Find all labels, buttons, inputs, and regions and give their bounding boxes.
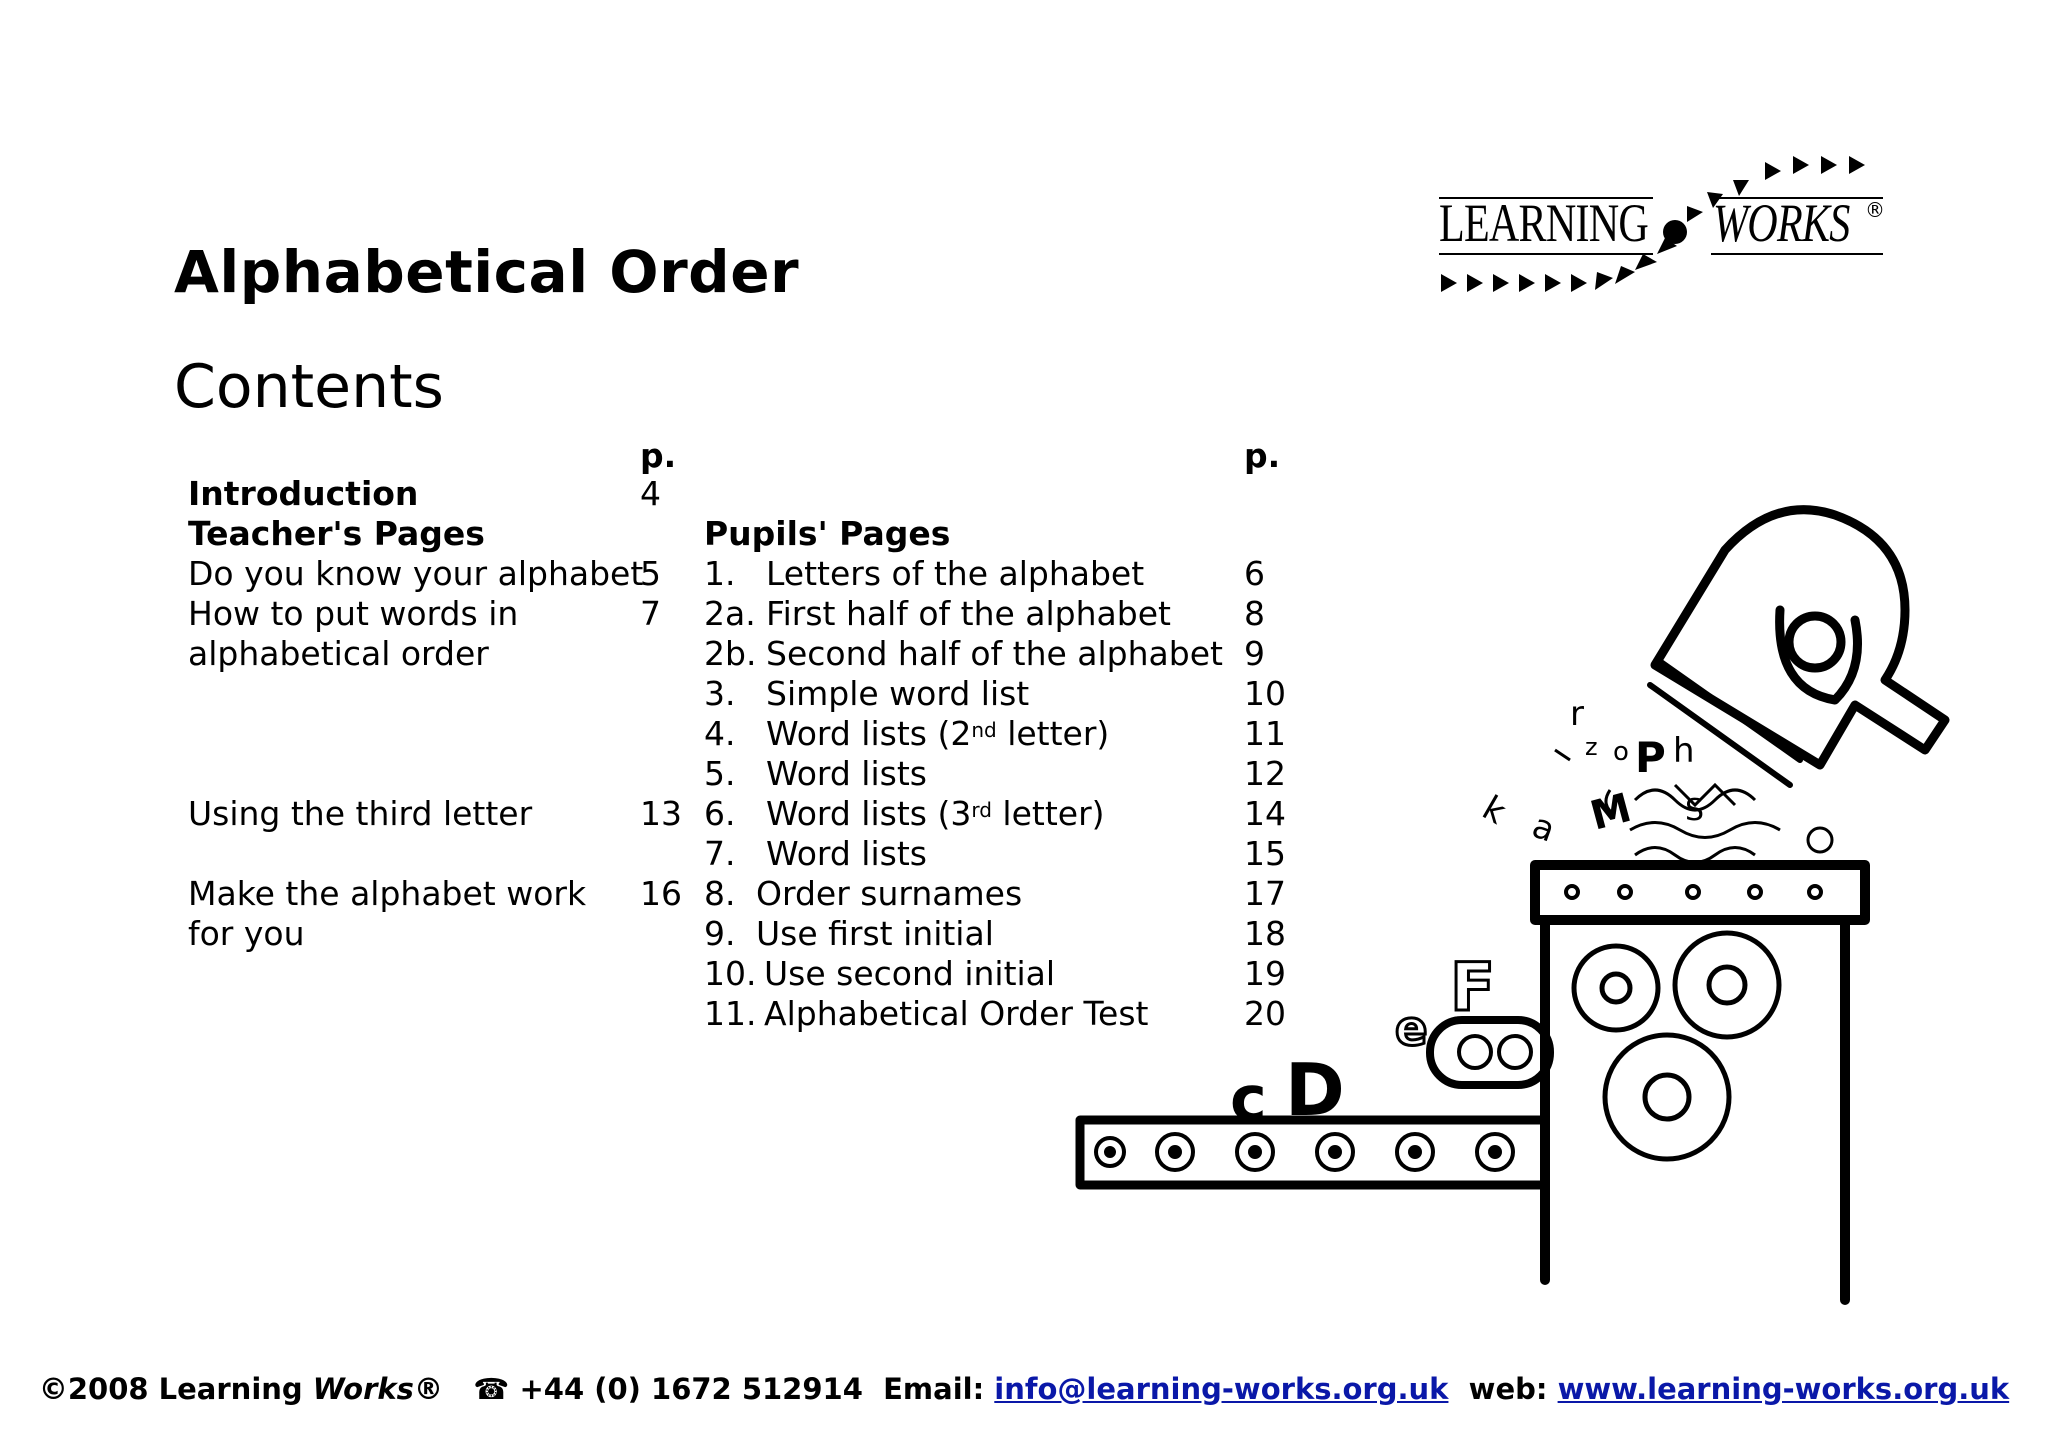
toc-pupil-num: 2b.	[704, 634, 757, 673]
toc-pupil-page: 11	[1244, 714, 1286, 753]
toc-pupil-page: 14	[1244, 794, 1286, 833]
floating-letter: a	[1527, 806, 1560, 851]
toc-pupil-page: 6	[1244, 554, 1265, 593]
toc-pupil-num: 5.	[704, 754, 736, 793]
footer-email-link[interactable]: info@learning-works.org.uk	[994, 1372, 1449, 1406]
toc-pupil-num: 9.	[704, 914, 736, 953]
toc-pupil-num: 11.	[704, 994, 757, 1033]
toc-pupil-page: 18	[1244, 914, 1286, 953]
toc-pupil-page: 9	[1244, 634, 1265, 673]
alphabet-machine-illustration: c D e F k a r z o P h M S	[1075, 500, 1975, 1320]
belt-letter: F	[1450, 949, 1495, 1026]
footer-web-label: web:	[1468, 1372, 1548, 1406]
toc-pupil-label-after: letter)	[996, 714, 1110, 753]
toc-pupil-num: 6.	[704, 794, 736, 833]
logo-text-works: WORKS	[1713, 193, 1850, 253]
toc-teacher-page: 16	[640, 874, 682, 913]
belt-letter: D	[1285, 1048, 1345, 1132]
toc-pupil-label: Word lists (2nd letter)	[766, 714, 1109, 754]
toc-teacher-page: 4	[640, 474, 661, 513]
toc-teacher-label: Do you know your alphabet	[188, 554, 644, 593]
logo-registered-mark: ®	[1865, 198, 1885, 222]
toc-pupil-num: 3.	[704, 674, 736, 713]
toc-pupil-num: 1.	[704, 554, 736, 593]
belt-letter: e	[1395, 1001, 1428, 1057]
toc-pupil-label: Order surnames	[756, 874, 1023, 913]
toc-teacher-page: 13	[640, 794, 682, 833]
toc-pupil-num: 10.	[704, 954, 757, 993]
toc-pupil-label-after: letter)	[991, 794, 1105, 833]
toc-pupil-label-text: Word lists (2	[766, 714, 972, 753]
page-subtitle: Contents	[174, 352, 444, 422]
footer-web-link[interactable]: www.learning-works.org.uk	[1557, 1372, 2010, 1406]
toc-teacher-label: Introduction	[188, 474, 419, 513]
belt-letter: c	[1230, 1062, 1267, 1135]
toc-pupil-label: Word lists	[766, 754, 927, 793]
toc-teacher-page: 7	[640, 594, 661, 633]
toc-teacher-heading: Teacher's Pages	[188, 514, 485, 553]
floating-letter: r	[1570, 694, 1584, 734]
toc-pupil-page: 15	[1244, 834, 1286, 873]
toc-pupil-label: Second half of the alphabet	[766, 634, 1223, 673]
toc-pupil-label: Alphabetical Order Test	[764, 994, 1149, 1033]
toc-pupil-label: Use first initial	[756, 914, 994, 953]
toc-pupil-label: Word lists	[766, 834, 927, 873]
footer-registered-mark: ®	[413, 1372, 443, 1406]
toc-pupil-label: Use second initial	[764, 954, 1056, 993]
toc-pupil-num: 8.	[704, 874, 736, 913]
logo-arrows-icon	[1439, 156, 1883, 292]
toc-teacher-label: alphabetical order	[188, 634, 489, 673]
footer-copyright: ©2008 Learning	[38, 1372, 313, 1406]
toc-pupil-ordinal: nd	[971, 718, 997, 742]
toc-teacher-label: Make the alphabet work	[188, 874, 587, 913]
alphabet-machine-icon: c D e F k a r z o P h M S	[1075, 505, 1950, 1305]
toc-pupil-page: 19	[1244, 954, 1286, 993]
floating-letter: h	[1673, 731, 1695, 771]
logo-text-learning: LEARNING	[1439, 193, 1649, 253]
learning-works-logo: LEARNING WORKS ®	[1425, 150, 1885, 300]
toc-teacher-label: for you	[188, 914, 305, 953]
toc-pupil-num: 2a.	[704, 594, 756, 633]
page-column-header: p.	[1244, 436, 1281, 475]
toc-pupil-label: Simple word list	[766, 674, 1030, 713]
toc-pupil-ordinal: rd	[971, 798, 992, 822]
phone-icon: ☎	[473, 1372, 510, 1406]
toc-pupil-label: First half of the alphabet	[766, 594, 1171, 633]
toc-pupil-label: Word lists (3rd letter)	[766, 794, 1105, 834]
toc-pupil-page: 20	[1244, 994, 1286, 1033]
toc-pupil-page: 12	[1244, 754, 1286, 793]
toc-teacher-label: How to put words in	[188, 594, 519, 633]
toc-pupils-heading: Pupils' Pages	[704, 514, 951, 553]
footer-email-label: Email:	[883, 1372, 985, 1406]
toc-pupil-page: 8	[1244, 594, 1265, 633]
floating-letter: k	[1476, 788, 1513, 833]
toc-teacher-label: Using the third letter	[188, 794, 533, 833]
footer-phone: +44 (0) 1672 512914	[519, 1372, 863, 1406]
footer-brand: Works	[312, 1372, 414, 1406]
toc-pupil-num: 4.	[704, 714, 736, 753]
floating-letter: P	[1635, 733, 1666, 782]
toc-pupil-num: 7.	[704, 834, 736, 873]
floating-letter: z	[1585, 733, 1598, 761]
toc-pupil-page: 17	[1244, 874, 1286, 913]
toc-pupil-label-text: Word lists (3	[766, 794, 972, 833]
page-column-header: p.	[640, 436, 677, 475]
page-footer: ©2008 Learning Works® ☎ +44 (0) 1672 512…	[0, 1372, 2048, 1406]
toc-pupil-page: 10	[1244, 674, 1286, 713]
page-title: Alphabetical Order	[174, 238, 800, 306]
toc-pupil-label: Letters of the alphabet	[766, 554, 1145, 593]
floating-letter: o	[1613, 737, 1629, 767]
toc-teacher-page: 5	[640, 554, 661, 593]
